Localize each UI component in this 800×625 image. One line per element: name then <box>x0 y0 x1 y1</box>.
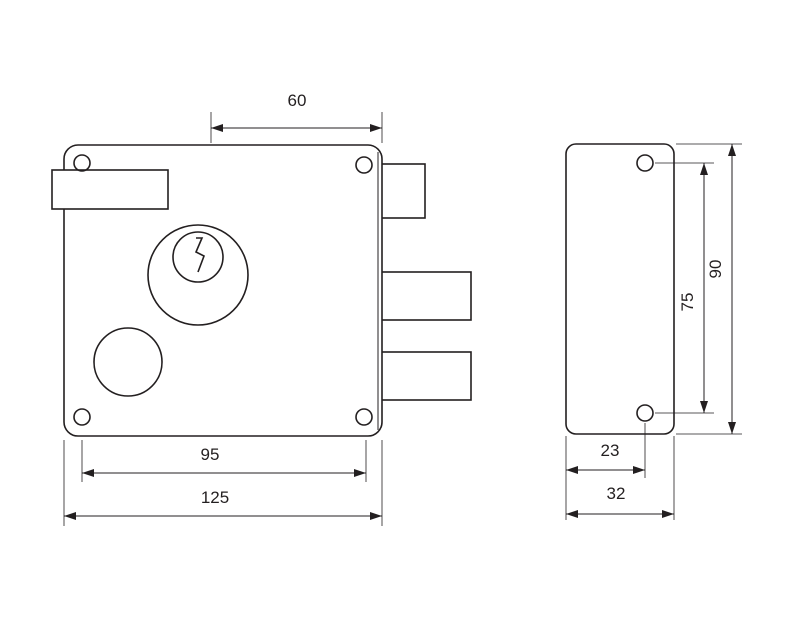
deadbolt-middle <box>380 271 472 321</box>
cylinder-outer <box>147 224 249 326</box>
front-view: 60 95 125 <box>51 91 472 526</box>
dimension-inner-width: 95 <box>81 440 367 482</box>
dimension-label-95: 95 <box>201 445 220 464</box>
knob <box>93 327 163 397</box>
latch-tab <box>51 169 169 210</box>
dimension-label-60: 60 <box>288 91 307 110</box>
deadbolt-top <box>380 163 426 219</box>
keyhole-icon <box>194 237 206 273</box>
side-hole-bottom <box>636 404 654 422</box>
mounting-hole-bottom-left <box>73 408 91 426</box>
dimension-top-width: 60 <box>210 91 383 143</box>
dimension-overall-width: 125 <box>63 440 383 526</box>
dimension-side-inner-width: 23 <box>565 423 646 520</box>
dimension-side-overall-height: 90 <box>676 143 742 435</box>
dimension-label-125: 125 <box>201 488 229 507</box>
deadbolt-bottom <box>380 351 472 401</box>
cylinder-inner <box>172 231 224 283</box>
dimension-label-90: 90 <box>706 260 725 279</box>
dimension-label-75: 75 <box>678 293 697 312</box>
mounting-hole-bottom-right <box>355 408 373 426</box>
mounting-hole-top-left <box>73 154 91 172</box>
dimension-label-32: 32 <box>607 484 626 503</box>
side-hole-top <box>636 154 654 172</box>
lock-body <box>63 144 383 437</box>
dimension-side-inner-height: 75 <box>655 162 714 414</box>
side-view: 23 32 75 90 <box>565 143 742 520</box>
dimension-label-23: 23 <box>601 441 620 460</box>
dimension-side-overall-width: 32 <box>566 436 675 520</box>
side-body <box>565 143 675 435</box>
mounting-hole-top-right <box>355 156 373 174</box>
